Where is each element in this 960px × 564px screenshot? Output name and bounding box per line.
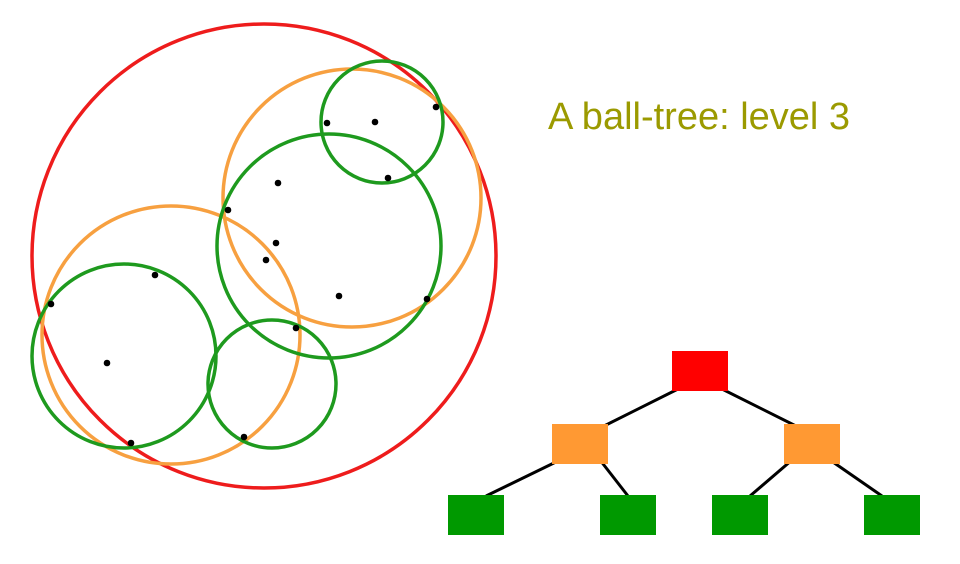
data-points <box>47 103 440 447</box>
tree-edge <box>598 459 630 497</box>
ball-level3-bottom-right <box>206 318 338 450</box>
tree-node-level2-left <box>552 424 608 464</box>
tree-edge <box>485 458 561 498</box>
diagram-title: A ball-tree: level 3 <box>548 96 851 138</box>
data-point <box>371 118 379 126</box>
data-point <box>384 174 392 182</box>
data-point <box>432 103 440 111</box>
data-point <box>423 295 431 303</box>
tree-node-level3-4 <box>864 495 920 535</box>
tree-edge <box>599 386 681 430</box>
tree-node-root <box>672 351 728 391</box>
ball-level3-top-small <box>319 59 445 185</box>
data-point <box>274 179 282 187</box>
tree-edges <box>485 386 883 498</box>
tree-node-level3-1 <box>448 495 504 535</box>
data-point <box>103 359 111 367</box>
tree-edge <box>749 458 793 498</box>
tree-node-level3-3 <box>712 495 768 535</box>
tree-nodes <box>448 351 920 535</box>
tree-node-level2-right <box>784 424 840 464</box>
tree-node-level3-2 <box>600 495 656 535</box>
balls <box>30 22 498 490</box>
data-point <box>151 271 159 279</box>
data-point <box>262 256 270 264</box>
data-point <box>47 300 55 308</box>
ball-level3-bottom-left <box>30 262 218 450</box>
data-point <box>224 206 232 214</box>
data-point <box>272 239 280 247</box>
tree-edge <box>829 458 883 498</box>
ball-level2-bottom <box>40 204 302 466</box>
ball-level1-root <box>30 22 498 490</box>
data-point <box>292 324 300 332</box>
data-point <box>323 119 331 127</box>
data-point <box>240 433 248 441</box>
data-point <box>335 292 343 300</box>
data-point <box>127 439 135 447</box>
tree-edge <box>719 386 801 430</box>
